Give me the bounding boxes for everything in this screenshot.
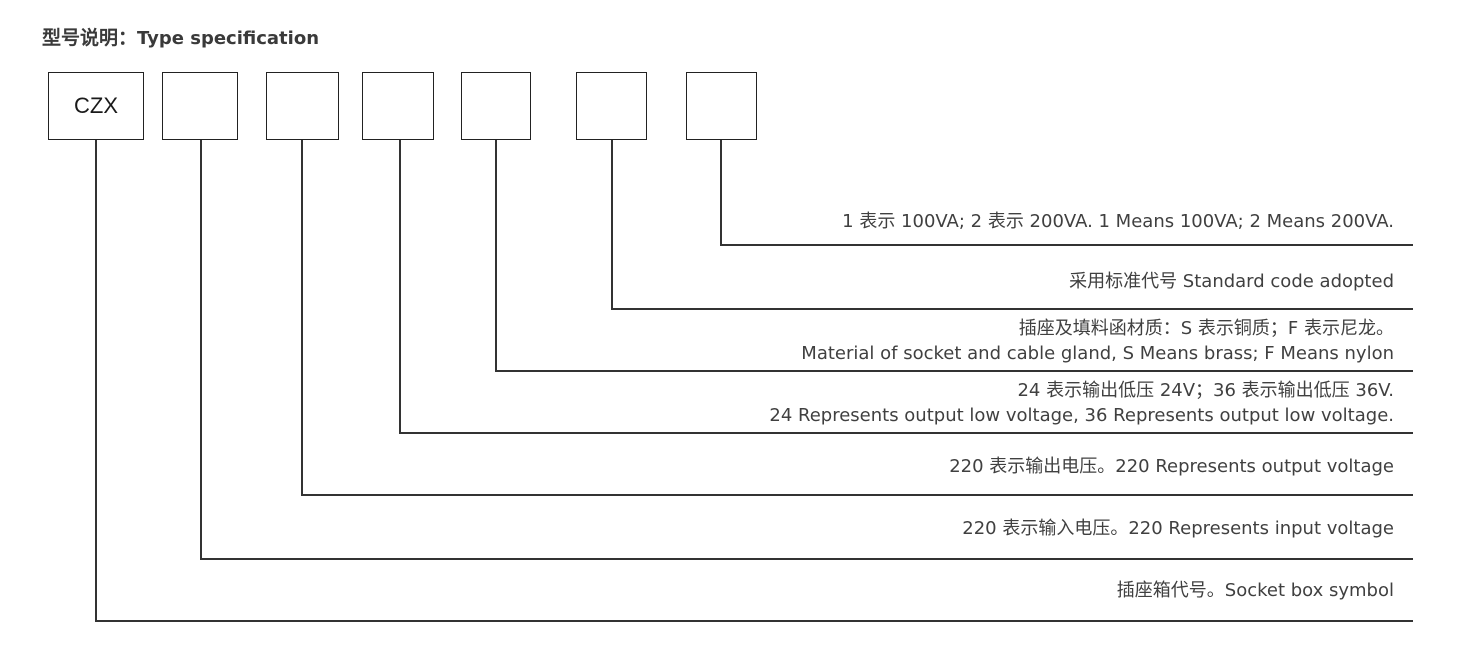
title-cn: 型号说明： xyxy=(42,27,138,49)
description-standard-code: 采用标准代号 Standard code adopted xyxy=(1069,269,1394,294)
description-line: 220 表示输入电压。220 Represents input voltage xyxy=(962,518,1394,539)
leader-vline-7 xyxy=(720,140,722,244)
description-line: 插座箱代号。Socket box symbol xyxy=(1116,580,1394,601)
description-line: 插座及填料函材质：S 表示铜质；F 表示尼龙。 xyxy=(1018,318,1394,339)
code-box-1: CZX xyxy=(48,72,144,140)
description-line: Material of socket and cable gland, S Me… xyxy=(801,343,1394,364)
leader-hline-1 xyxy=(95,620,1413,622)
leader-hline-3 xyxy=(301,494,1413,496)
description-line: 24 Represents output low voltage, 36 Rep… xyxy=(769,405,1394,426)
code-box-5 xyxy=(461,72,531,140)
leader-vline-2 xyxy=(200,140,202,558)
description-output-voltage: 220 表示输出电压。220 Represents output voltage xyxy=(949,454,1394,479)
leader-hline-4 xyxy=(399,432,1413,434)
code-box-2 xyxy=(162,72,238,140)
description-socket-box-symbol: 插座箱代号。Socket box symbol xyxy=(1117,578,1394,603)
leader-hline-6 xyxy=(611,308,1413,310)
page-title: 型号说明：Type specification xyxy=(42,24,319,52)
leader-vline-4 xyxy=(399,140,401,432)
description-line: 采用标准代号 Standard code adopted xyxy=(1069,271,1394,292)
description-line: 1 表示 100VA; 2 表示 200VA. 1 Means 100VA; 2… xyxy=(842,211,1394,232)
title-en: Type specification xyxy=(137,28,320,49)
description-line: 24 表示输出低压 24V；36 表示输出低压 36V. xyxy=(1017,380,1394,401)
description-capacity: 1 表示 100VA; 2 表示 200VA. 1 Means 100VA; 2… xyxy=(842,209,1394,234)
code-box-4 xyxy=(362,72,434,140)
code-box-3 xyxy=(266,72,339,140)
description-material: 插座及填料函材质：S 表示铜质；F 表示尼龙。 Material of sock… xyxy=(801,316,1394,366)
leader-vline-5 xyxy=(495,140,497,370)
description-low-voltage: 24 表示输出低压 24V；36 表示输出低压 36V. 24 Represen… xyxy=(769,378,1394,428)
description-line: 220 表示输出电压。220 Represents output voltage xyxy=(949,456,1394,477)
leader-hline-5 xyxy=(495,370,1413,372)
description-input-voltage: 220 表示输入电压。220 Represents input voltage xyxy=(962,516,1394,541)
code-box-7 xyxy=(686,72,757,140)
code-box-6 xyxy=(576,72,647,140)
leader-vline-6 xyxy=(611,140,613,308)
leader-vline-3 xyxy=(301,140,303,494)
leader-hline-7 xyxy=(720,244,1413,246)
leader-hline-2 xyxy=(200,558,1413,560)
leader-vline-1 xyxy=(95,140,97,620)
